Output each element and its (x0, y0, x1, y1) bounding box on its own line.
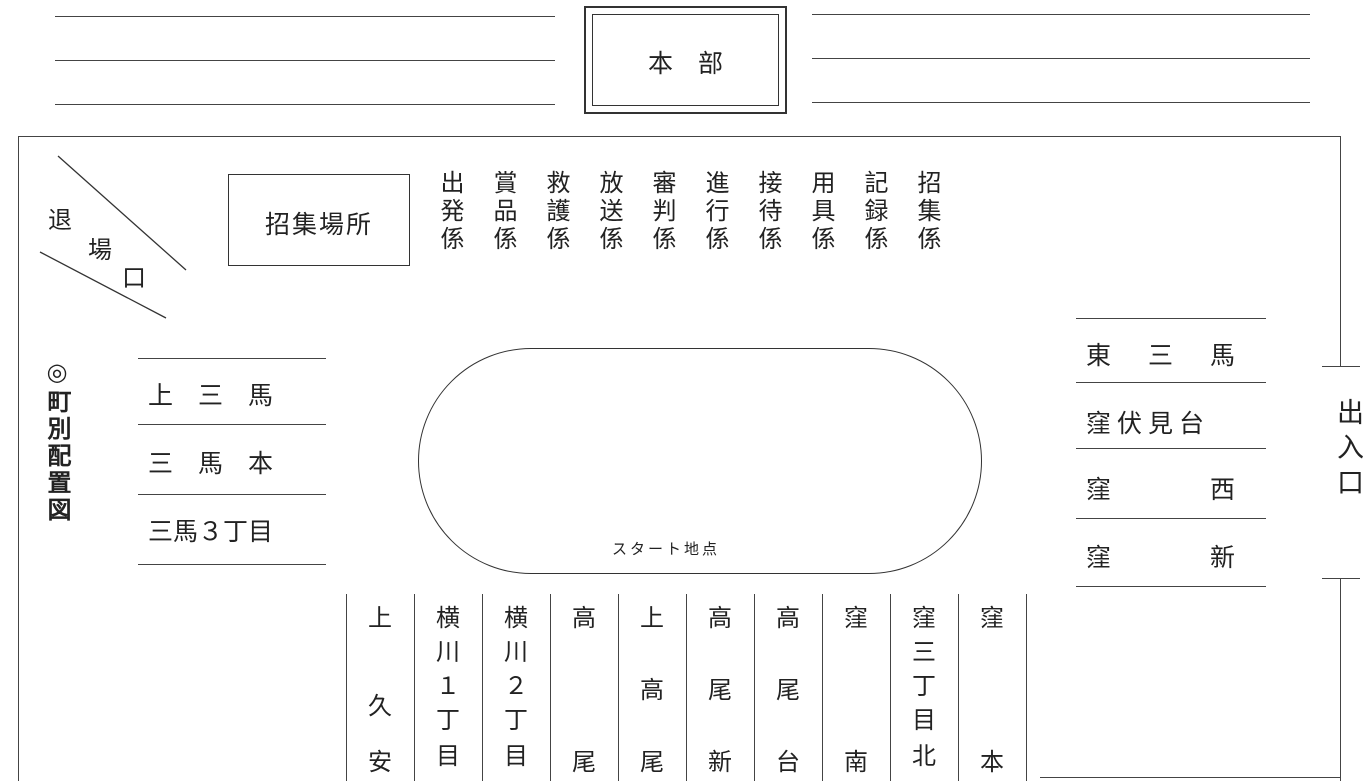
bottom-town-kubo3kita-4: 目 (912, 706, 936, 734)
bottom-town-kamitakao-1: 上 (640, 604, 664, 632)
bottom-col-divider-8 (890, 594, 891, 781)
bottom-town-kubo3kita-5: 北 (912, 742, 936, 770)
entrance-tick-top (1322, 366, 1360, 367)
bottom-right-line (1040, 777, 1340, 778)
exit-char-2: 場 (88, 236, 112, 264)
entrance-label: 出入口 (1332, 398, 1363, 503)
honbu-label: 本 部 (647, 49, 723, 78)
top-line-right-3 (812, 102, 1310, 103)
right-towns-line-1 (1076, 318, 1266, 319)
bottom-col-divider-1 (414, 594, 415, 781)
field-top-border (18, 136, 1340, 137)
bottom-town-takao-2: 尾 (572, 748, 596, 776)
bottom-town-takaoshin-1: 高 (708, 604, 732, 632)
entrance-tick-bottom (1322, 578, 1360, 579)
start-point-label: スタート地点 (612, 540, 721, 558)
bottom-col-divider-5 (686, 594, 687, 781)
bottom-town-yokokawa1-2: 川 (436, 638, 460, 666)
exit-char-3: 口 (122, 264, 146, 292)
bottom-town-kubo3kita-2: 三 (912, 638, 936, 666)
top-line-right-2 (812, 58, 1310, 59)
bottom-town-takaodai-2: 尾 (776, 676, 800, 704)
bottom-town-takaoshin-2: 尾 (708, 676, 732, 704)
left-town-1: 上 三 馬 (148, 381, 274, 410)
bottom-town-kubo3kita-3: 丁 (912, 672, 936, 700)
role-hoso: 放送係 (595, 170, 623, 254)
left-towns-line-2 (138, 424, 326, 425)
bottom-towns: 上 久 安 横 川 １ 丁 目 横 川 ２ 丁 目 高 尾 上 高 尾 高 尾 … (346, 594, 1027, 781)
right-town-2: 窪伏見台 (1086, 409, 1211, 438)
right-town-1: 東 三 馬 (1086, 341, 1242, 370)
bottom-col-divider-10 (1026, 594, 1027, 781)
right-towns-line-4 (1076, 518, 1266, 519)
field-right-border-lower (1340, 578, 1341, 781)
bottom-town-takaodai-3: 台 (776, 748, 800, 776)
right-town-3: 窪 西 (1086, 475, 1242, 504)
bottom-col-divider-6 (754, 594, 755, 781)
bottom-col-divider-3 (550, 594, 551, 781)
bottom-town-kamitakao-2: 高 (640, 676, 664, 704)
role-settai: 接待係 (754, 170, 782, 254)
bottom-town-kubohon-1: 窪 (980, 604, 1004, 632)
town-layout-heading: ◎町別配置図 (43, 358, 71, 524)
role-shinpan: 審判係 (648, 170, 676, 254)
exit-diagonals (39, 155, 187, 319)
track-oval (418, 348, 982, 574)
right-towns-line-5 (1076, 586, 1266, 587)
bottom-col-divider-2 (482, 594, 483, 781)
bottom-town-kubo3kita-1: 窪 (912, 604, 936, 632)
assembly-area-label: 招集場所 (264, 210, 373, 239)
left-towns-line-3 (138, 494, 326, 495)
bottom-town-takaodai-1: 高 (776, 604, 800, 632)
right-towns-line-3 (1076, 448, 1266, 449)
bottom-town-kubominami-1: 窪 (844, 604, 868, 632)
staff-roles: 出発係 賞品係 救護係 放送係 審判係 進行係 接待係 用具係 記録係 招集係 (436, 170, 998, 290)
bottom-town-yokokawa1-1: 横 (436, 604, 460, 632)
bottom-town-yokokawa2-2: 川 (504, 638, 528, 666)
left-towns-line-1 (138, 358, 326, 359)
left-town-3: 三馬３丁目 (148, 517, 274, 546)
bottom-town-kubominami-2: 南 (844, 748, 868, 776)
bottom-col-divider-0 (346, 594, 347, 781)
bottom-town-yokokawa2-1: 横 (504, 604, 528, 632)
bottom-town-kamikuyasu-3: 安 (368, 748, 392, 776)
top-line-left-3 (55, 104, 555, 105)
role-kyugo: 救護係 (542, 170, 570, 254)
right-towns-line-2 (1076, 382, 1266, 383)
bottom-town-yokokawa1-3: １ (436, 672, 460, 700)
bottom-col-divider-4 (618, 594, 619, 781)
role-yogu: 用具係 (807, 170, 835, 254)
bottom-town-kubohon-2: 本 (980, 748, 1004, 776)
bottom-town-yokokawa1-4: 丁 (436, 706, 460, 734)
honbu-box: 本 部 (584, 6, 787, 114)
bottom-town-kamikuyasu-1: 上 (368, 604, 392, 632)
exit-char-1: 退 (48, 206, 72, 234)
field-left-border (18, 136, 19, 781)
top-line-left-2 (55, 60, 555, 61)
bottom-town-yokokawa2-3: ２ (504, 672, 528, 700)
role-shoshu: 招集係 (913, 170, 941, 254)
left-town-2: 三 馬 本 (148, 449, 274, 478)
bottom-col-divider-7 (822, 594, 823, 781)
left-towns-line-4 (138, 564, 326, 565)
top-line-left-1 (55, 16, 555, 17)
role-kiroku: 記録係 (860, 170, 888, 254)
bottom-town-kamikuyasu-2: 久 (368, 692, 392, 720)
role-shinko: 進行係 (701, 170, 729, 254)
bottom-town-yokokawa1-5: 目 (436, 742, 460, 770)
top-line-right-1 (812, 14, 1310, 15)
bottom-town-yokokawa2-5: 目 (504, 742, 528, 770)
bottom-town-takaoshin-3: 新 (708, 748, 732, 776)
role-shuppatsu: 出発係 (436, 170, 464, 254)
bottom-col-divider-9 (958, 594, 959, 781)
bottom-town-kamitakao-3: 尾 (640, 748, 664, 776)
field-right-border-upper (1340, 136, 1341, 366)
bottom-town-takao-1: 高 (572, 604, 596, 632)
assembly-area-box: 招集場所 (228, 174, 410, 266)
role-shohin: 賞品係 (489, 170, 517, 254)
right-town-4: 窪 新 (1086, 543, 1242, 572)
bottom-town-yokokawa2-4: 丁 (504, 706, 528, 734)
